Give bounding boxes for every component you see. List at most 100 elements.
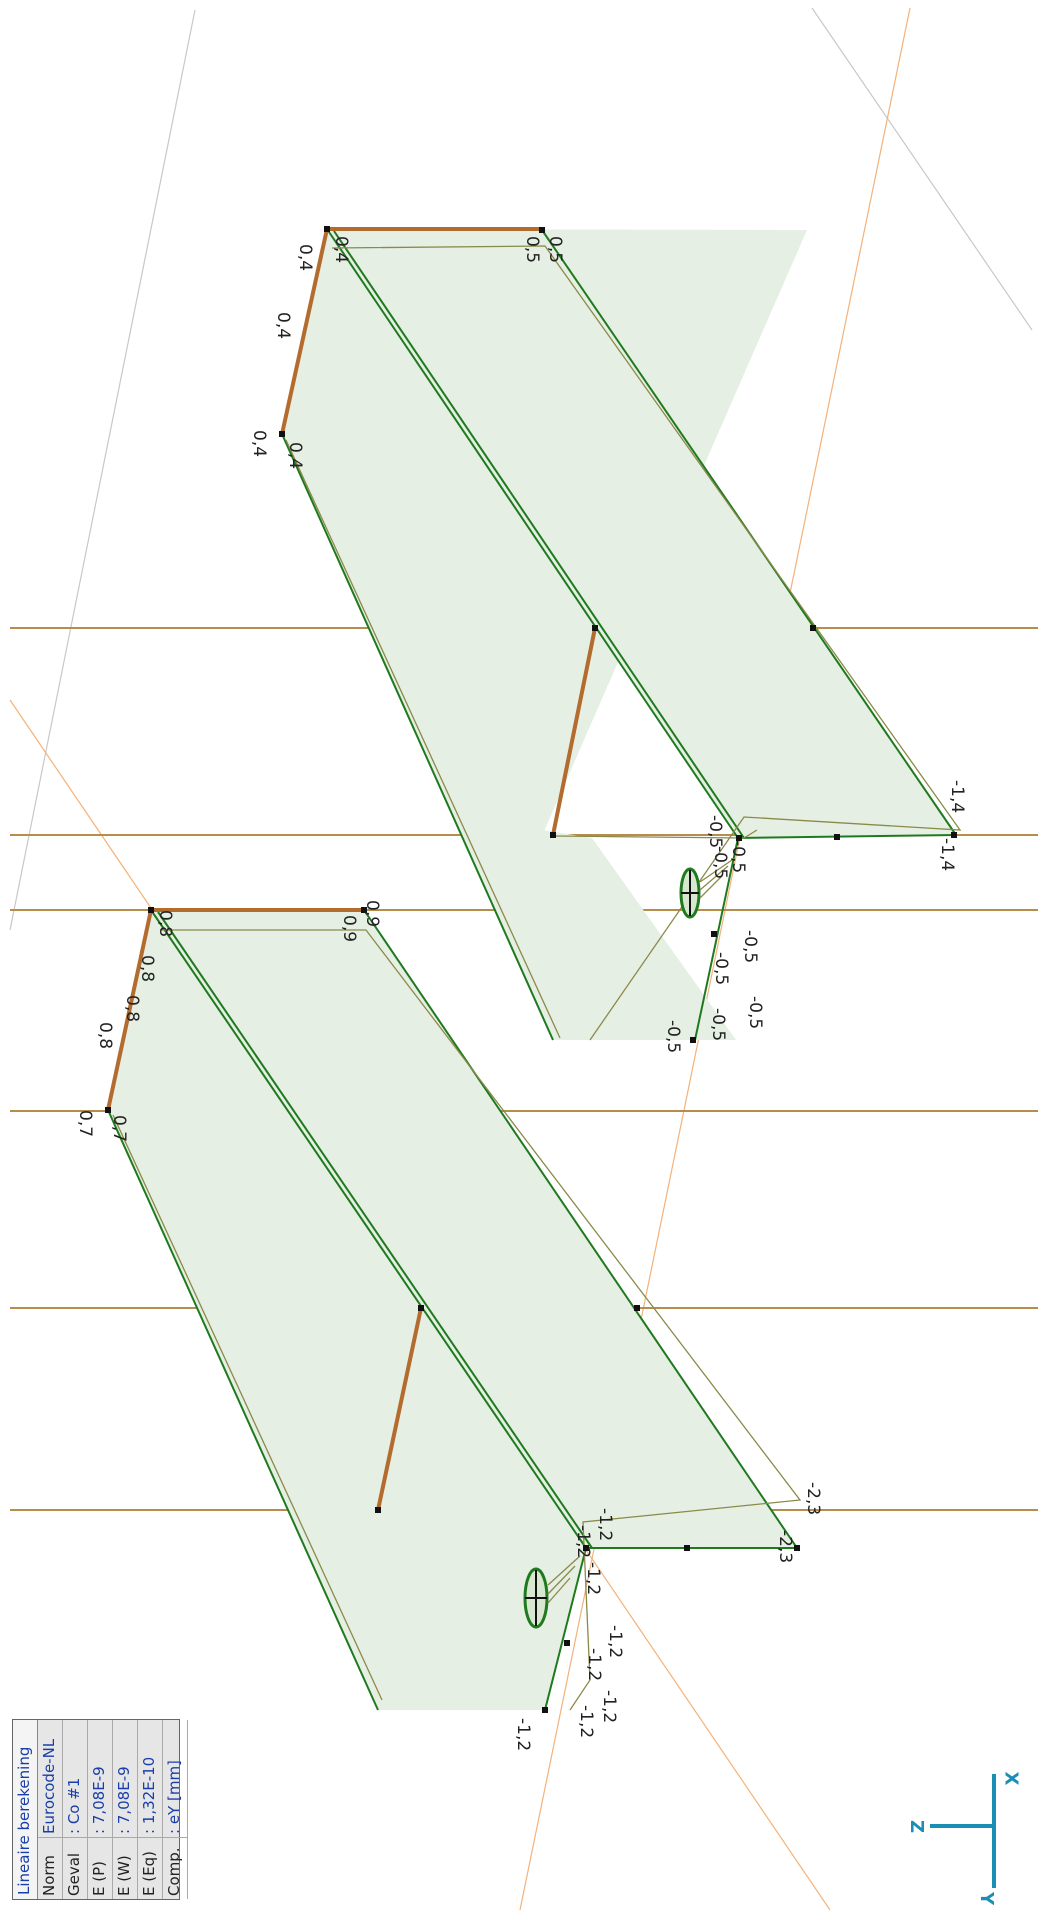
lower-structure[interactable] (105, 907, 802, 1713)
axis-z-label: Z (906, 1819, 928, 1834)
value-label: -1,2 (599, 1690, 619, 1723)
wall-panel[interactable] (108, 910, 797, 1710)
wall-panel[interactable] (327, 229, 957, 838)
node[interactable] (148, 907, 154, 913)
info-value: Eurocode-NL (40, 1738, 58, 1834)
info-key: E (Eq) (138, 1837, 162, 1899)
value-label: 0,4 (295, 244, 315, 271)
value-label: 0,4 (273, 312, 293, 339)
node[interactable] (951, 832, 957, 838)
node[interactable] (834, 834, 840, 840)
info-key: E (P) (88, 1837, 112, 1899)
node[interactable] (564, 1640, 570, 1646)
node[interactable] (583, 1545, 589, 1551)
value-label: -2,3 (803, 1482, 823, 1515)
node[interactable] (592, 625, 598, 631)
node[interactable] (279, 431, 285, 437)
info-value: : eY [mm] (165, 1760, 183, 1834)
info-row: Comp. : eY [mm] (163, 1720, 188, 1899)
value-label: -1,2 (513, 1718, 533, 1751)
node[interactable] (690, 1037, 696, 1043)
info-value: : 7,08E-9 (90, 1766, 108, 1834)
info-key: E (W) (113, 1837, 137, 1899)
panel-outline (107, 1109, 379, 1711)
deformed-outline (160, 929, 802, 1711)
value-label: 0,4 (249, 430, 269, 457)
upper-structure[interactable] (279, 226, 962, 1043)
value-label: -0,5 (745, 996, 765, 1029)
info-key: Comp. (163, 1837, 187, 1899)
node[interactable] (418, 1305, 424, 1311)
value-label: -1,2 (595, 1508, 615, 1541)
info-value: : 7,08E-9 (115, 1766, 133, 1834)
node[interactable] (542, 1707, 548, 1713)
info-row: E (W) : 7,08E-9 (113, 1720, 138, 1899)
node[interactable] (324, 226, 330, 232)
value-label: -0,5 (705, 815, 725, 848)
value-label: -2,3 (775, 1530, 795, 1563)
nodes (105, 907, 800, 1713)
panel-outline (150, 909, 587, 1549)
member[interactable] (376, 1307, 423, 1511)
deformed-outline (552, 829, 758, 839)
node[interactable] (711, 931, 717, 937)
value-label: 0,5 (522, 236, 542, 263)
info-key: Geval (63, 1837, 87, 1899)
value-label: -0,5 (711, 952, 731, 985)
node[interactable] (105, 1107, 111, 1113)
node[interactable] (539, 227, 545, 233)
info-key: Norm (38, 1837, 62, 1899)
info-row: E (Eq) : 1,32E-10 (138, 1720, 163, 1899)
value-label: -0,5 (663, 1020, 683, 1053)
member[interactable] (280, 228, 329, 435)
value-label: -1,2 (584, 1648, 604, 1681)
panel-outline (737, 834, 958, 839)
value-label: -0,5 (728, 840, 748, 873)
node[interactable] (634, 1305, 640, 1311)
node[interactable] (550, 832, 556, 838)
orange-axis-line (519, 7, 911, 1911)
value-label: -1,4 (937, 838, 957, 871)
support-fan (547, 1555, 581, 1604)
axis-x-label: X (1000, 1771, 1022, 1786)
value-label: 0,7 (109, 1115, 129, 1142)
value-label: 0,5 (545, 236, 565, 263)
value-label: 0,7 (75, 1110, 95, 1137)
deformed-outline (285, 439, 561, 1039)
value-label: -1,2 (583, 1562, 603, 1595)
panel-outline (281, 433, 554, 1041)
value-label: 0,8 (155, 910, 175, 937)
member[interactable] (551, 627, 597, 836)
support-fan (699, 857, 736, 899)
support-symbol[interactable] (523, 1555, 581, 1629)
panel-outline (326, 228, 739, 839)
value-label: -0,5 (740, 930, 760, 963)
panel-outline (694, 837, 739, 1041)
node[interactable] (375, 1507, 381, 1513)
node[interactable] (736, 835, 742, 841)
deformed-outline (112, 1114, 383, 1701)
axes-glyph (930, 1774, 996, 1888)
member[interactable] (106, 909, 153, 1111)
value-label: 0,9 (362, 900, 382, 927)
node[interactable] (361, 907, 367, 913)
value-label: 0,4 (331, 236, 351, 263)
value-label: -1,4 (947, 780, 967, 813)
value-labels: 0,5 0,5 0,4 0,4 0,4 0,4 0,4 -1,4 -1,4 -0… (75, 236, 967, 1751)
value-label: -1,2 (576, 1705, 596, 1738)
axes-orientation-icon: Z X Y (904, 1768, 1021, 1908)
node[interactable] (684, 1545, 690, 1551)
info-value: : 1,32E-10 (140, 1756, 158, 1834)
panel-outline (333, 230, 745, 839)
value-label: -1,2 (573, 1525, 593, 1558)
support-symbol[interactable] (679, 857, 736, 919)
node[interactable] (810, 625, 816, 631)
nodes (279, 226, 957, 1043)
gray-axis-line (9, 9, 196, 931)
info-row: Norm Eurocode-NL (38, 1720, 63, 1899)
panel-outline (363, 909, 798, 1549)
node[interactable] (794, 1545, 800, 1551)
